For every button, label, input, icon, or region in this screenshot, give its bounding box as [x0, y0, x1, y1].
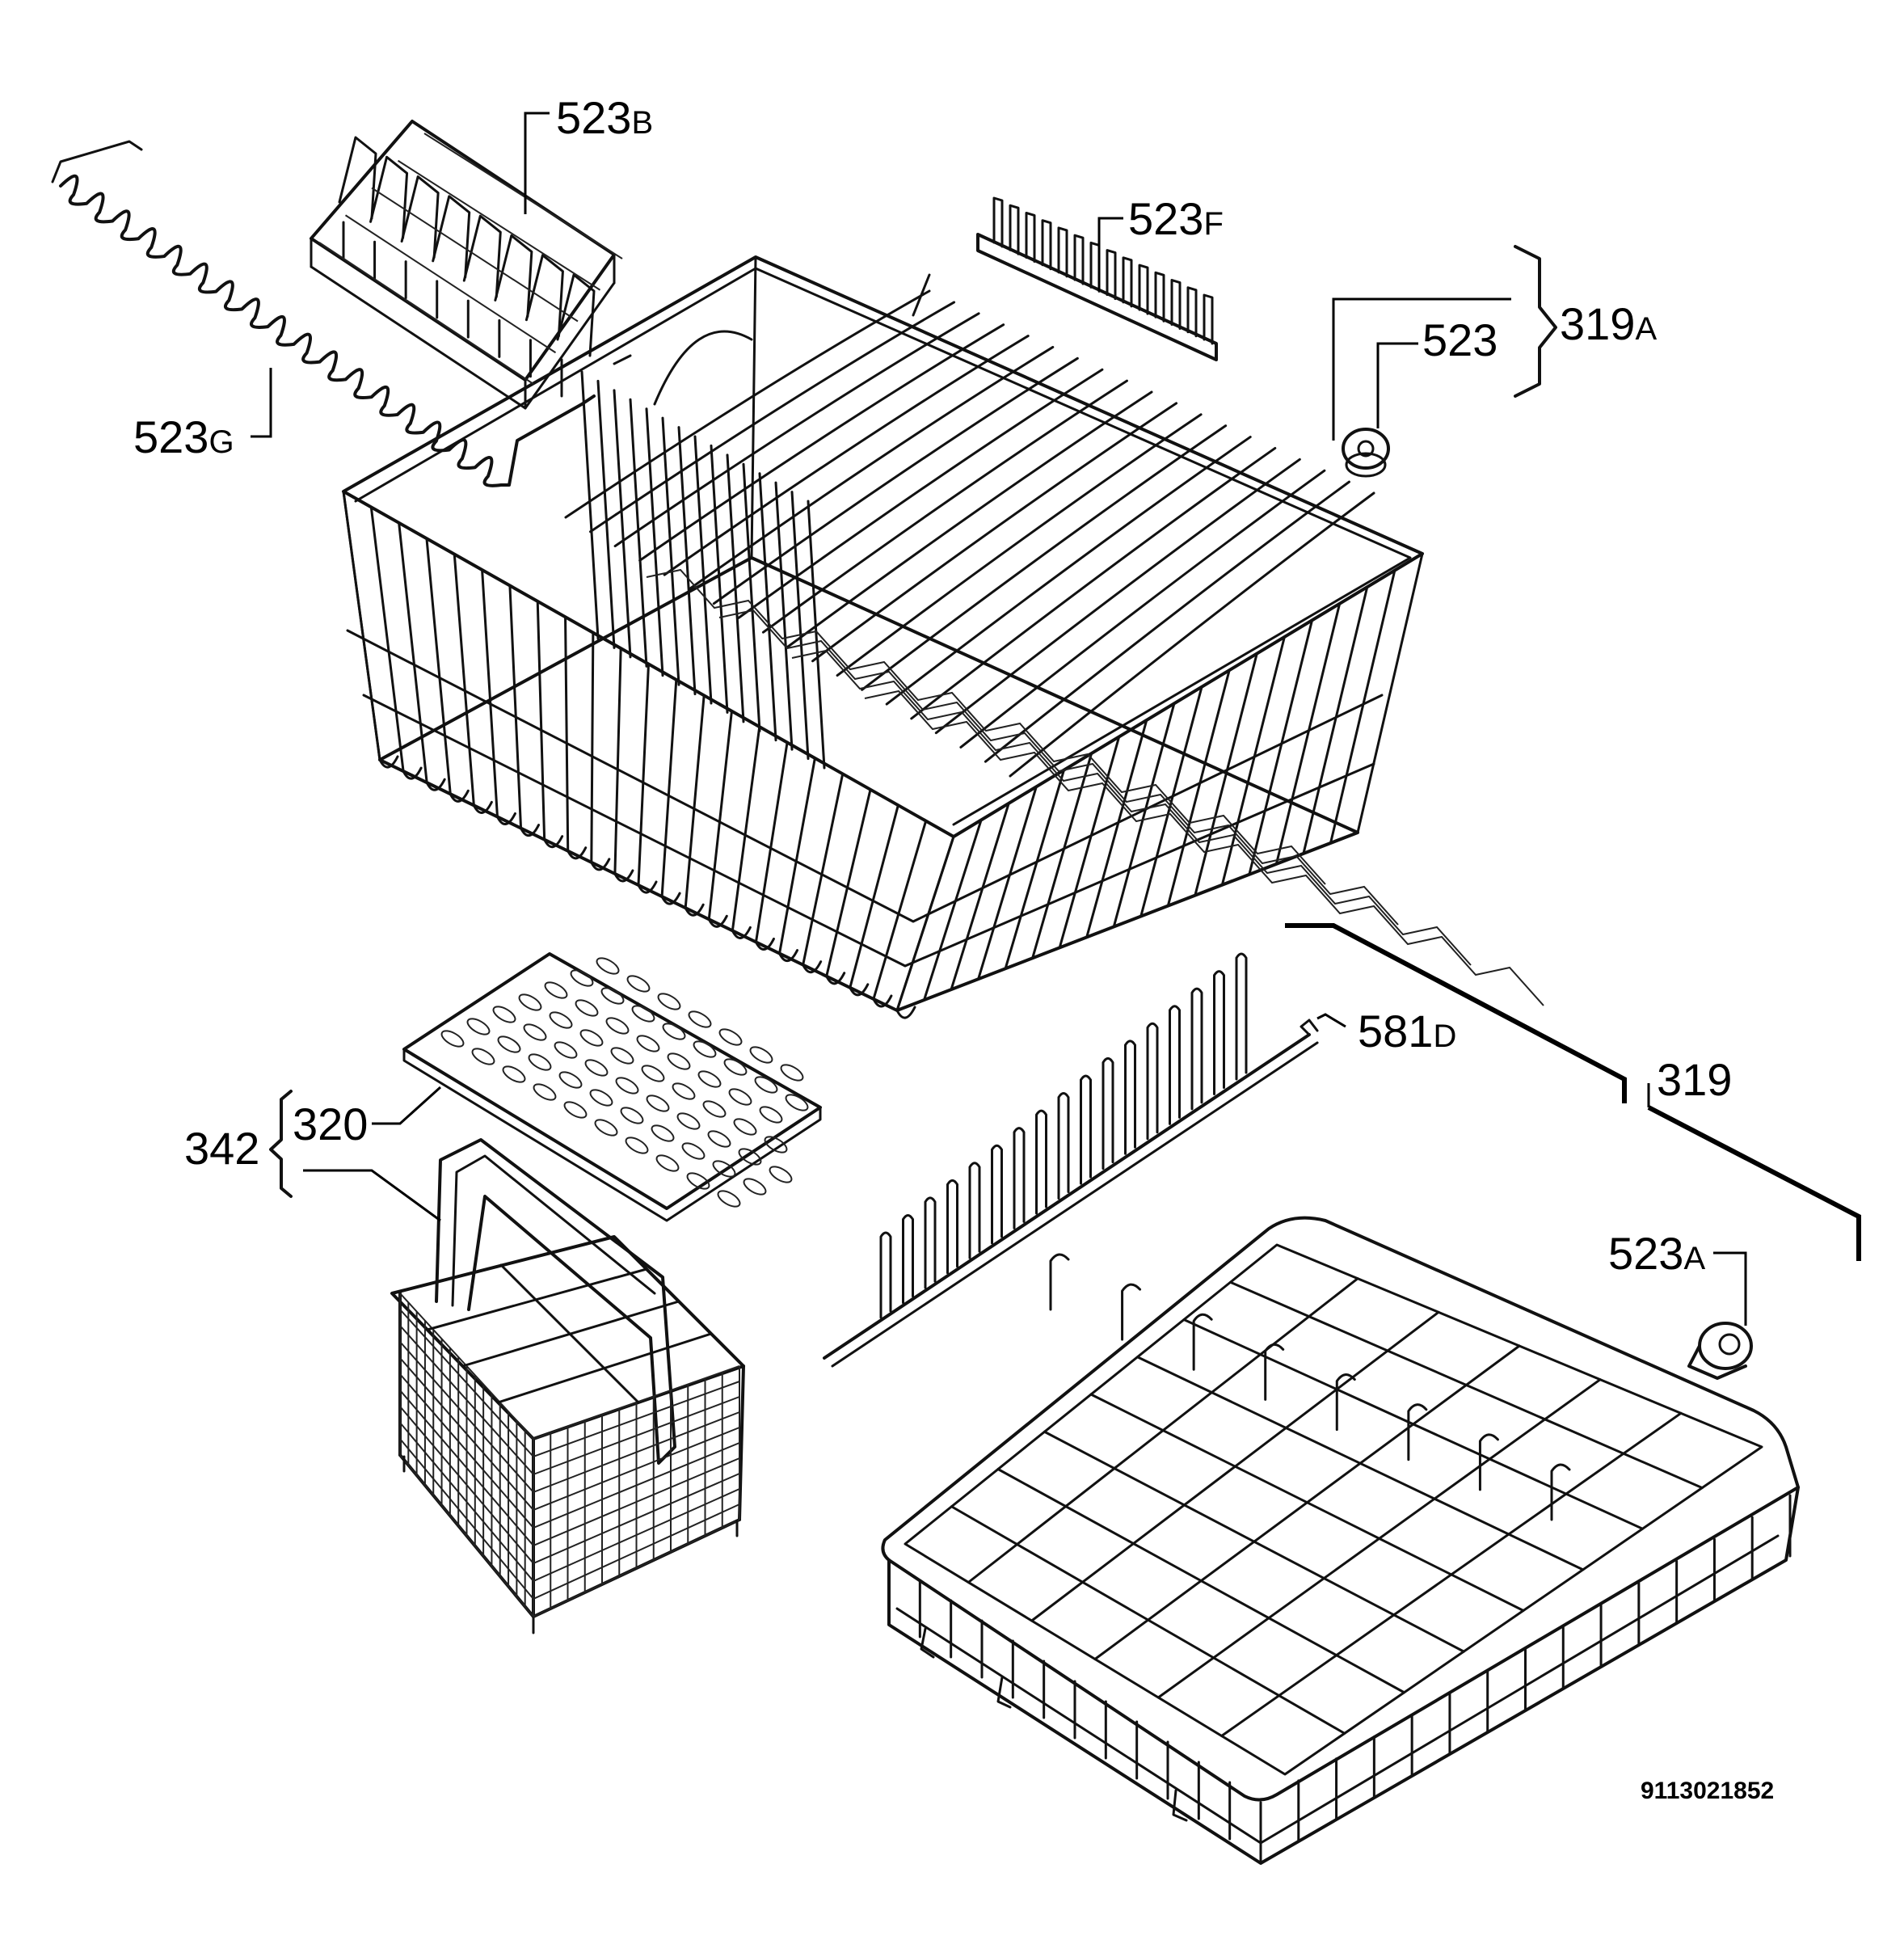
tine-rack-581D [823, 952, 1319, 1368]
label-319: 319 [1657, 1054, 1732, 1105]
label-523G: 523G [133, 411, 234, 462]
label-581D: 581D [1358, 1006, 1456, 1056]
part-labels: 523B 523F 523G 523 319A 581D 319 320 342… [133, 92, 1774, 1804]
roller-523 [1342, 428, 1390, 478]
drawing-code: 9113021852 [1641, 1778, 1774, 1804]
label-523F: 523F [1128, 193, 1224, 244]
upper-basket [342, 255, 1544, 1019]
cutlery-basket [390, 1138, 745, 1634]
label-523A: 523A [1608, 1228, 1705, 1279]
label-320: 320 [293, 1099, 368, 1149]
lower-basket [881, 1216, 1800, 1865]
label-523: 523 [1422, 314, 1498, 365]
basket-lid-320 [402, 952, 822, 1222]
zigzag-wire-523G [51, 140, 596, 487]
cup-rack-523B [310, 120, 623, 410]
label-342: 342 [184, 1123, 259, 1174]
label-319A: 319A [1560, 298, 1657, 349]
tine-comb-523F [976, 196, 1218, 361]
roller-523A [1687, 1322, 1753, 1380]
label-523B: 523B [556, 92, 653, 143]
leader-lines [251, 112, 1861, 1326]
